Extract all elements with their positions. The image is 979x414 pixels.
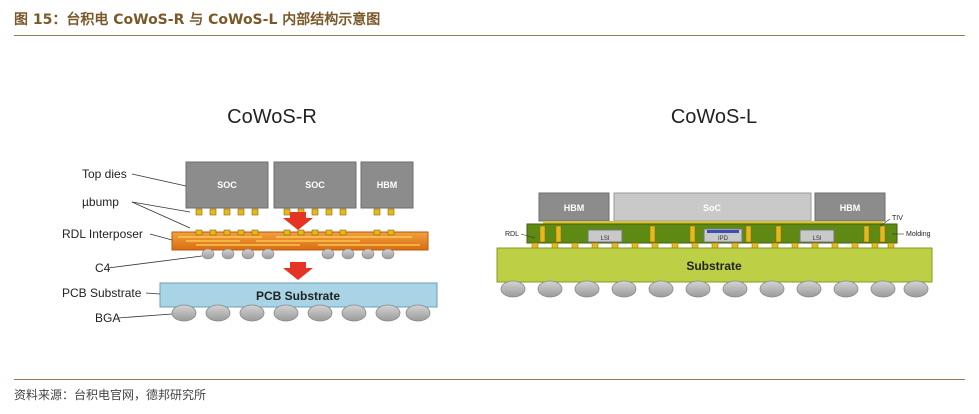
cowos-l-c4-bumps xyxy=(531,242,895,249)
rdl-interposer xyxy=(171,229,429,251)
soc-die-1-label: SOC xyxy=(217,180,237,190)
substrate-block xyxy=(496,247,933,283)
figure-title: 图 15：台积电 CoWoS-R 与 CoWoS-L 内部结构示意图 xyxy=(14,12,381,28)
pcb-substrate-text: PCB Substrate xyxy=(256,289,340,303)
substrate-text: Substrate xyxy=(686,259,742,273)
top-divider xyxy=(14,35,965,36)
hbm-die-left-label: HBM xyxy=(564,203,585,213)
hbm-die-right-label: HBM xyxy=(840,203,861,213)
hbm-die-right xyxy=(814,192,886,222)
hbm-die-left xyxy=(538,192,610,222)
lsi-bridge-right xyxy=(799,229,835,243)
lsi-right-label: LSI xyxy=(812,236,821,242)
lsi-bridge-left xyxy=(587,229,623,243)
soc-die-center xyxy=(613,192,812,222)
hbm-die xyxy=(360,161,414,209)
label-top-dies: Top dies xyxy=(82,167,127,181)
figure-source: 资料来源：台积电官网，德邦研究所 xyxy=(14,388,207,402)
cowos-l-microbumps xyxy=(543,221,883,224)
label-rdl-interposer: RDL Interposer xyxy=(62,227,143,241)
label-ubump: µbump xyxy=(82,195,119,209)
tiv-pillars xyxy=(539,225,886,243)
cowos-r-heading: CoWoS-R xyxy=(227,106,317,128)
soc-die-1 xyxy=(185,161,269,209)
label-pcb-substrate: PCB Substrate xyxy=(62,286,142,300)
soc-die-center-label: SoC xyxy=(703,203,722,213)
hbm-die-label: HBM xyxy=(377,180,398,190)
pcb-substrate-block xyxy=(159,282,438,308)
c4-bumps xyxy=(201,248,395,260)
ipd-label: IPD xyxy=(718,236,729,242)
down-arrow-2 xyxy=(283,262,313,280)
cowos-l-diagram: CoWoS-L HBM SoC HBM LSI LSI IPD xyxy=(496,106,933,298)
soc-die-2-label: SOC xyxy=(305,180,325,190)
label-rdl: RDL xyxy=(505,231,519,238)
label-molding: Molding xyxy=(906,231,931,238)
label-tiv: TIV xyxy=(892,215,903,222)
cowos-l-bga-balls xyxy=(500,280,929,298)
soc-die-2 xyxy=(273,161,357,209)
down-arrow-1 xyxy=(283,212,313,230)
cowos-r-top-dies: SOC SOC HBM xyxy=(185,161,414,209)
bottom-divider xyxy=(14,379,965,380)
lsi-left-label: LSI xyxy=(600,236,609,242)
cowos-l-leader-lines xyxy=(520,218,904,239)
cowos-r-diagram: CoWoS-R SOC SOC HBM xyxy=(62,106,438,325)
cowos-r-leader-lines xyxy=(107,173,203,319)
label-bga: BGA xyxy=(95,311,120,325)
bga-balls xyxy=(171,304,431,322)
cowos-l-heading: CoWoS-L xyxy=(671,106,757,128)
label-c4: C4 xyxy=(95,261,111,275)
